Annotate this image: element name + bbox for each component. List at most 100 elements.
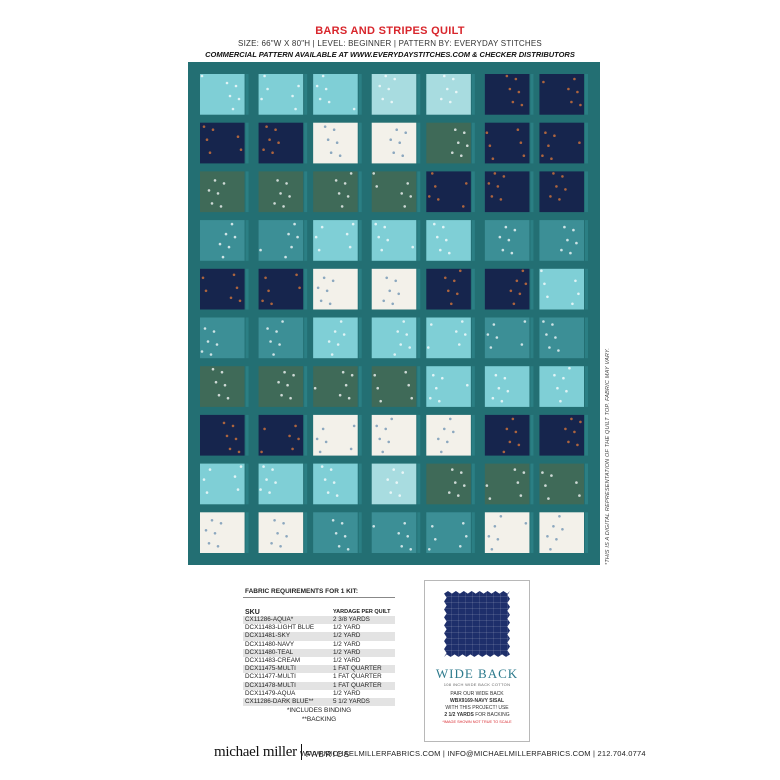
- quilt-sashing-strip: [358, 317, 362, 359]
- quilt-block: [200, 317, 245, 359]
- fabric-print-dot: [506, 389, 510, 393]
- fabric-print-dot: [329, 468, 333, 471]
- quilt-block: [258, 220, 304, 261]
- fabric-print-dot: [212, 330, 216, 333]
- fabric-print-dot: [433, 185, 437, 188]
- wide-back-panel: WIDE BACK 108 INCH WIDE BACK COTTON PAIR…: [424, 580, 530, 742]
- quilt-sashing-strip: [417, 512, 421, 553]
- quilt-block: [484, 414, 530, 456]
- fabric-print-dot: [206, 340, 210, 343]
- quilt-block: [426, 317, 471, 359]
- fabric-print-dot: [343, 182, 347, 185]
- quilt-sashing-strip: [304, 122, 308, 164]
- fabric-print-dot: [210, 519, 214, 522]
- fabric-print-dot: [541, 154, 544, 157]
- fabric-print-dot: [494, 373, 498, 377]
- quilt-block: [484, 220, 530, 261]
- fabric-print-dot: [409, 548, 413, 551]
- fabric-print-dot: [444, 238, 448, 242]
- fabric-print-dot: [372, 525, 376, 528]
- fabric-print-dot: [381, 450, 385, 454]
- quilt-block: [484, 463, 530, 505]
- quilt-block: [371, 512, 417, 553]
- footer-contact-line[interactable]: WWW.MICHAELMILLERFABRICS.COM | INFO@MICH…: [300, 749, 646, 758]
- fabric-print-dot: [262, 148, 265, 151]
- fabric-print-dot: [237, 450, 241, 454]
- fabric-print-dot: [260, 450, 263, 454]
- fabric-print-dot: [324, 87, 328, 91]
- fabric-print-dot: [213, 532, 217, 535]
- fabric-print-dot: [330, 353, 334, 356]
- fabric-print-dot: [290, 245, 293, 249]
- fabric-print-dot: [286, 383, 289, 387]
- fabric-print-dot: [211, 128, 215, 131]
- fabric-print-dot: [391, 302, 395, 306]
- fabric-print-dot: [382, 299, 386, 303]
- fabric-print-dot: [447, 251, 451, 255]
- fabric-print-dot: [434, 386, 438, 390]
- fabric-print-dot: [544, 131, 547, 134]
- fabric-print-dot: [344, 383, 348, 387]
- fabric-print-dot: [225, 434, 229, 438]
- fabric-print-dot: [395, 128, 399, 131]
- quilt-sashing-strip: [417, 414, 421, 456]
- quilt-block: [371, 74, 417, 115]
- fabric-print-dot: [549, 195, 552, 198]
- quilt-block: [313, 463, 358, 505]
- fabric-print-dot: [200, 350, 204, 353]
- fabric-print-dot: [381, 97, 385, 101]
- fabric-print-dot: [507, 238, 511, 242]
- fabric-print-dot: [276, 179, 279, 182]
- fabric-print-dot: [572, 228, 575, 232]
- fabric-print-dot: [496, 538, 500, 541]
- yardage-cell: 1/2 YARD: [333, 624, 361, 632]
- fabric-print-dot: [566, 238, 569, 242]
- fabric-print-dot: [465, 144, 469, 147]
- fabric-print-dot: [203, 327, 207, 330]
- fabric-print-dot: [400, 545, 404, 548]
- fabric-print-dot: [505, 427, 509, 431]
- quilt-block: [539, 220, 584, 261]
- fabric-print-dot: [386, 238, 390, 242]
- fabric-print-dot: [373, 373, 377, 377]
- fabric-print-dot: [491, 396, 495, 400]
- fabric-print-dot: [331, 519, 335, 522]
- fabric-print-dot: [265, 478, 268, 481]
- fabric-print-dot: [524, 522, 528, 525]
- fabric-print-dot: [210, 202, 214, 205]
- quilt-sashing-strip: [530, 220, 534, 261]
- fabric-print-dot: [331, 279, 335, 283]
- fabric-print-dot: [570, 100, 573, 104]
- fabric-print-dot: [235, 286, 239, 290]
- logo-fabrics: FABRICS: [305, 750, 351, 759]
- fabric-print-dot: [547, 497, 550, 500]
- fabric-print-dot: [546, 295, 549, 299]
- fabric-print-dot: [205, 138, 209, 141]
- fabric-print-dot: [408, 346, 412, 349]
- quilt-sashing-strip: [245, 512, 249, 553]
- fabric-print-dot: [436, 437, 440, 441]
- fabric-print-dot: [346, 548, 350, 551]
- quilt-block: [539, 414, 584, 456]
- quilt-sashing-strip: [304, 366, 308, 407]
- fabric-print-dot: [490, 548, 494, 551]
- fabric-print-dot: [465, 383, 469, 387]
- fabric-print-dot: [295, 273, 298, 277]
- fabric-print-dot: [458, 545, 462, 548]
- fabric-print-dot: [575, 481, 578, 484]
- fabric-print-dot: [222, 182, 226, 185]
- fabric-print-dot: [568, 366, 571, 370]
- quilt-block: [426, 414, 471, 456]
- quilt-specs: SIZE: 66"W X 80"H | LEVEL: BEGINNER | PA…: [238, 39, 542, 48]
- fabric-print-dot: [499, 198, 503, 201]
- fabric-print-dot: [579, 103, 582, 107]
- fabric-print-dot: [522, 154, 526, 157]
- fabric-print-dot: [399, 343, 403, 346]
- fabric-print-dot: [280, 393, 283, 397]
- quilt-sashing-strip: [417, 74, 421, 115]
- quilt-block: [484, 171, 530, 213]
